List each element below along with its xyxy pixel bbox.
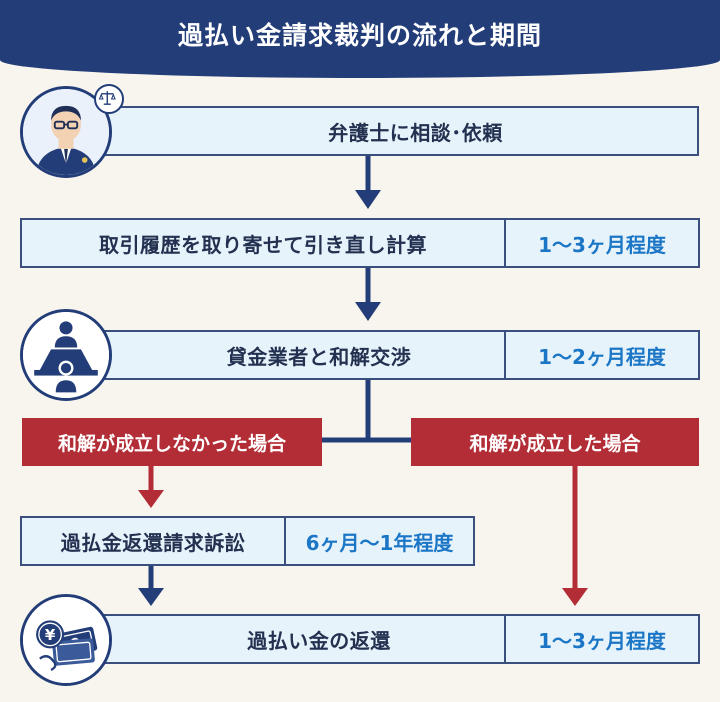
arrowhead-negotiate — [355, 302, 381, 321]
arrowhead-refund-left — [138, 588, 164, 606]
branch-success: 和解が成立した場合 — [411, 418, 699, 466]
svg-text:¥: ¥ — [45, 626, 56, 644]
step-calc-label: 取引履歴を取り寄せて引き直し計算 — [99, 232, 427, 257]
step-refund: 過払い金の返還 1〜3ヶ月程度 — [92, 614, 700, 664]
branch-fail: 和解が成立しなかった場合 — [22, 418, 322, 466]
step-negotiate-label: 貸金業者と和解交渉 — [226, 344, 412, 369]
step-calc: 取引履歴を取り寄せて引き直し計算 1〜3ヶ月程度 — [20, 218, 700, 268]
arrowhead-calc — [355, 190, 381, 209]
arrowhead-refund-right — [562, 588, 588, 606]
scales-badge-icon — [94, 84, 124, 114]
step-refund-period: 1〜3ヶ月程度 — [504, 616, 698, 662]
step-lawsuit-label: 過払金返還請求訴訟 — [60, 530, 246, 555]
step-lawsuit: 過払金返還請求訴訟 6ヶ月〜1年程度 — [20, 516, 475, 566]
money-icon: ¥ — [20, 594, 112, 686]
arrowhead-lawsuit — [138, 490, 164, 508]
step-negotiate: 貸金業者と和解交渉 1〜2ヶ月程度 — [92, 330, 700, 380]
step-negotiate-period: 1〜2ヶ月程度 — [504, 332, 698, 378]
negotiation-table-icon — [20, 309, 112, 401]
step-calc-period: 1〜3ヶ月程度 — [504, 220, 698, 266]
step-consult-label: 弁護士に相談･依頼 — [328, 120, 503, 145]
step-refund-label: 過払い金の返還 — [247, 628, 391, 653]
page-title: 過払い金請求裁判の流れと期間 — [0, 0, 720, 78]
step-lawsuit-period: 6ヶ月〜1年程度 — [284, 518, 473, 564]
step-consult: 弁護士に相談･依頼 — [92, 106, 699, 156]
